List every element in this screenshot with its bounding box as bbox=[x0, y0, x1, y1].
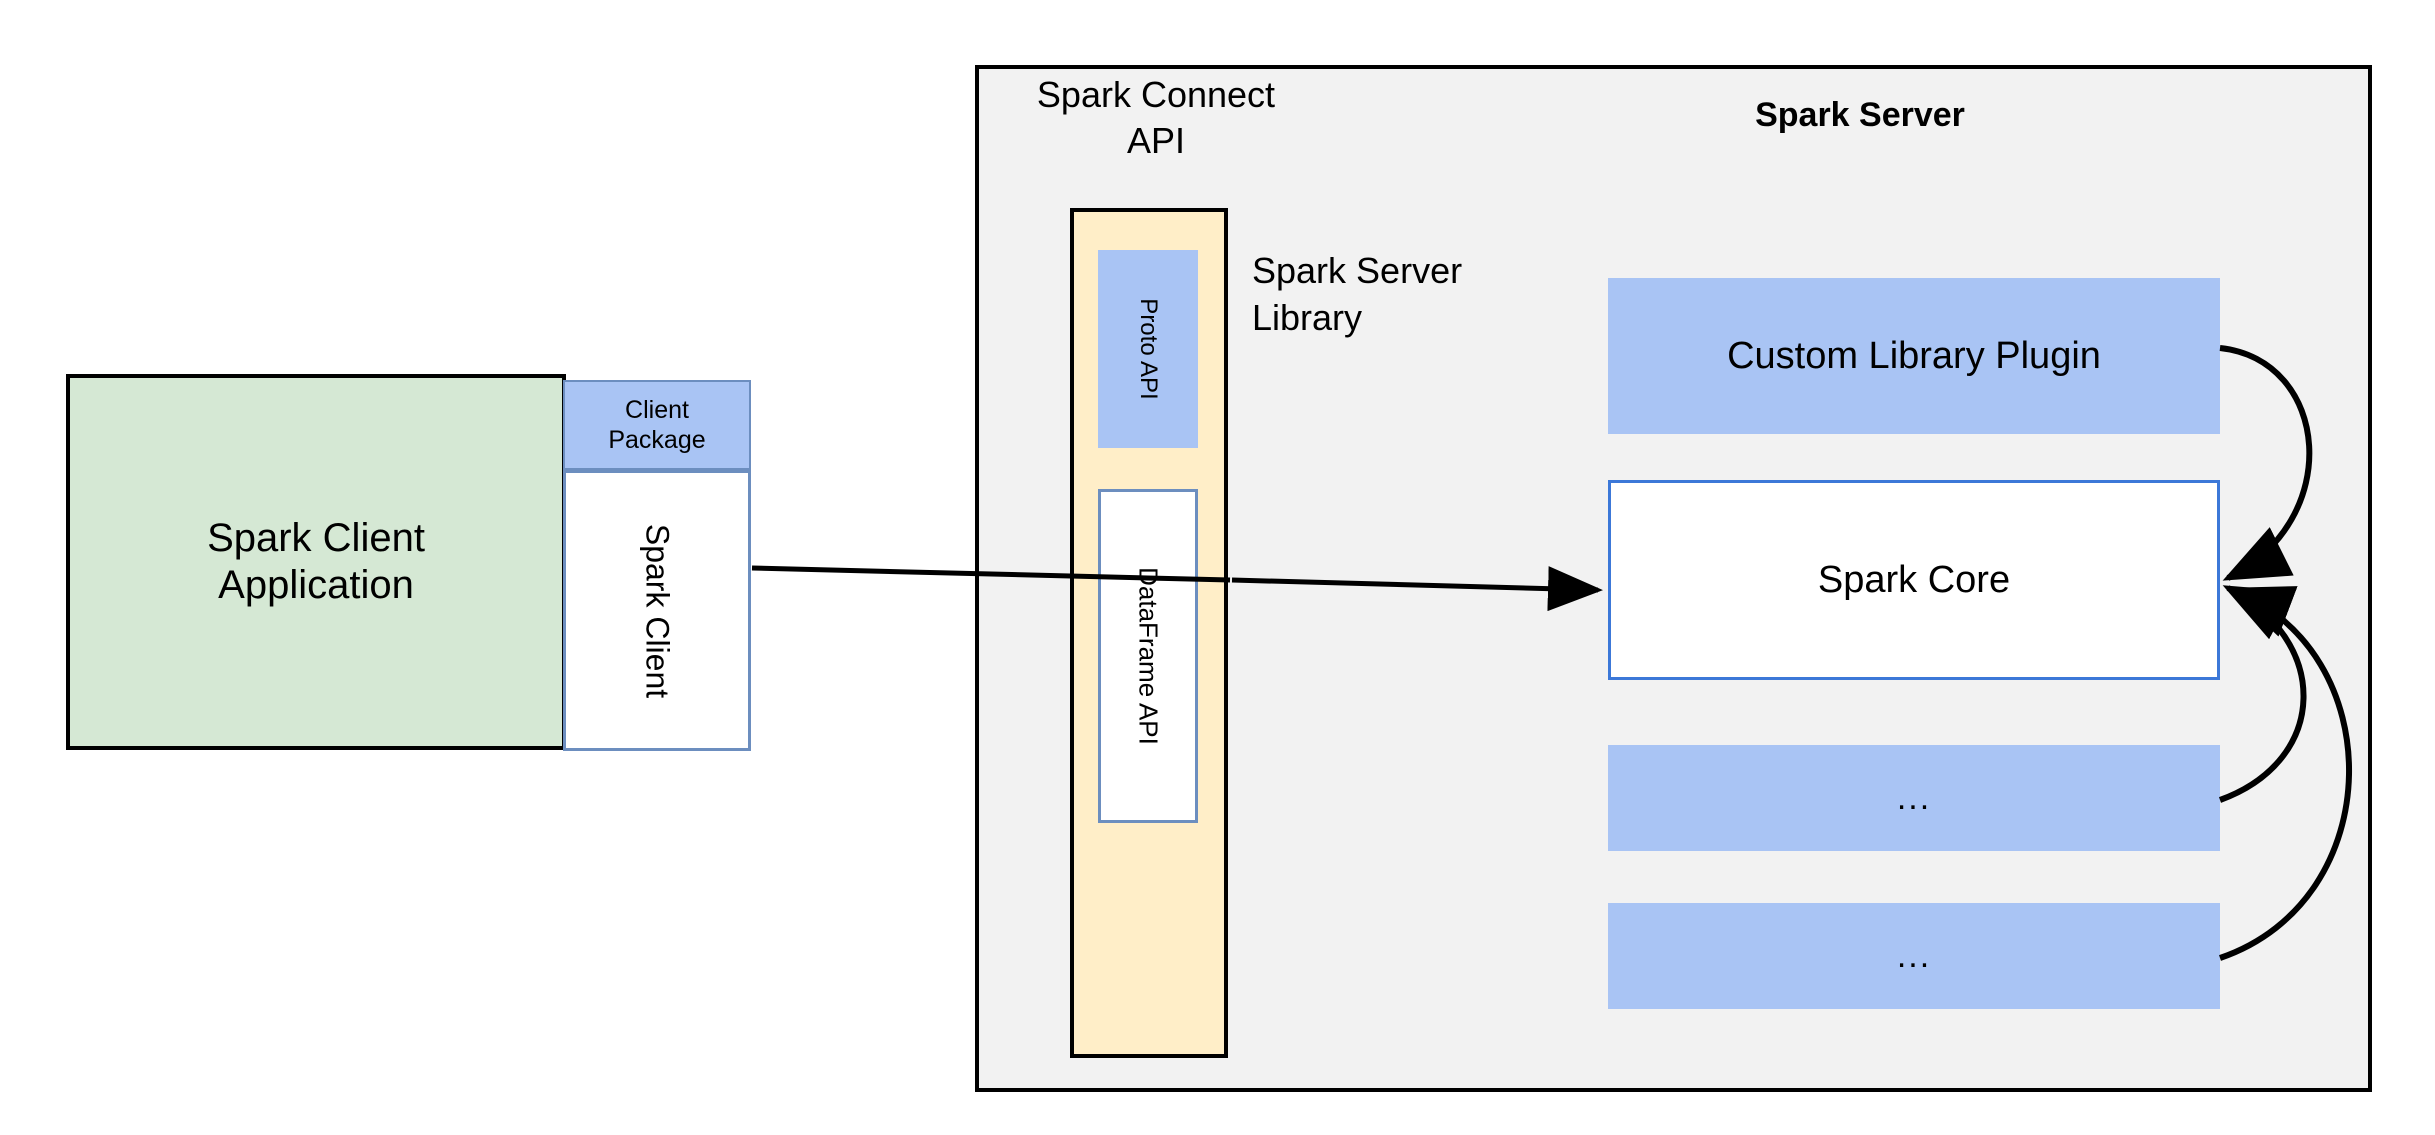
proto-api-box[interactable]: Proto API bbox=[1098, 250, 1198, 448]
spark-client-application-label: Spark Client Application bbox=[207, 515, 425, 607]
spark-core-box[interactable]: Spark Core bbox=[1608, 480, 2220, 680]
spark-connect-api-label: Spark Connect API bbox=[1036, 74, 1276, 162]
spark-server-library-label: Spark Server Library bbox=[1252, 250, 1463, 338]
client-package-box[interactable]: Client Package bbox=[563, 380, 751, 470]
spark-client-label: Spark Client bbox=[639, 523, 676, 698]
server-module-placeholder-2-label: ... bbox=[1896, 936, 1932, 975]
dataframe-api-label: DataFrame API bbox=[1133, 567, 1164, 745]
custom-library-plugin-box[interactable]: Custom Library Plugin bbox=[1608, 278, 2220, 434]
server-module-placeholder-1[interactable]: ... bbox=[1608, 745, 2220, 851]
spark-client-application-box[interactable]: Spark Client Application bbox=[66, 374, 566, 750]
server-module-placeholder-1-label: ... bbox=[1896, 778, 1932, 817]
spark-core-label: Spark Core bbox=[1817, 558, 2011, 601]
client-package-label: Client Package bbox=[608, 396, 706, 454]
spark-client-box[interactable]: Spark Client bbox=[563, 470, 751, 751]
spark-server-title: Spark Server bbox=[1755, 96, 1965, 134]
custom-library-plugin-label: Custom Library Plugin bbox=[1727, 334, 2101, 377]
dataframe-api-box[interactable]: DataFrame API bbox=[1098, 489, 1198, 823]
server-module-placeholder-2[interactable]: ... bbox=[1608, 903, 2220, 1009]
proto-api-label: Proto API bbox=[1135, 298, 1162, 400]
